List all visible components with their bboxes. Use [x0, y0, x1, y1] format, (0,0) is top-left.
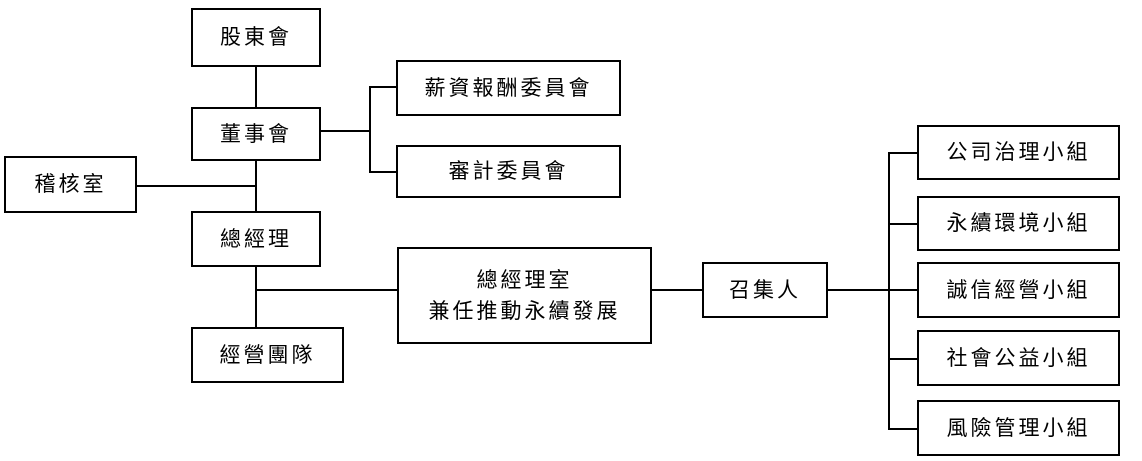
connector-convener-groups	[827, 289, 889, 291]
convener-box: 召集人	[702, 262, 828, 318]
management-team-label: 經營團隊	[219, 342, 316, 367]
group-label: 永續環境小組	[946, 211, 1091, 236]
gm-office-label-line1: 總經理室	[476, 268, 573, 293]
group-label: 誠信經營小組	[946, 277, 1091, 302]
gm-office-box: 總經理室 兼任推動永續發展	[397, 247, 652, 344]
group-label: 社會公益小組	[946, 345, 1091, 370]
connector-board-gm	[255, 160, 257, 212]
audit-office-box: 稽核室	[4, 156, 137, 213]
connector-audit-office	[136, 185, 256, 187]
compensation-committee-label: 薪資報酬委員會	[424, 75, 593, 100]
gm-office-label-line2: 兼任推動永續發展	[428, 298, 621, 323]
group-label: 公司治理小組	[946, 140, 1091, 165]
board-box: 董事會	[191, 107, 321, 161]
convener-label: 召集人	[729, 277, 801, 302]
connector-group-1	[888, 152, 918, 154]
board-label: 董事會	[220, 121, 292, 146]
connector-group-3	[888, 289, 918, 291]
connector-shareholders-board	[255, 66, 257, 108]
group-box-corporate-governance: 公司治理小組	[917, 125, 1120, 180]
group-box-ethical-management: 誠信經營小組	[917, 262, 1120, 318]
management-team-box: 經營團隊	[191, 327, 344, 383]
connector-office-convener	[651, 289, 703, 291]
general-manager-label: 總經理	[220, 226, 292, 251]
connector-board-committees	[320, 130, 370, 132]
connector-group-4	[888, 358, 918, 360]
connector-group-5	[888, 428, 918, 430]
audit-committee-label: 審計委員會	[448, 159, 569, 184]
audit-committee-box: 審計委員會	[396, 145, 621, 198]
connector-gm-office	[255, 289, 398, 291]
shareholders-box: 股東會	[191, 8, 321, 67]
shareholders-label: 股東會	[220, 25, 292, 50]
general-manager-box: 總經理	[191, 211, 321, 267]
connector-to-audit-committee	[369, 171, 397, 173]
audit-office-label: 稽核室	[34, 172, 107, 197]
connector-committees-vertical	[369, 86, 371, 172]
group-box-social-welfare: 社會公益小組	[917, 330, 1120, 386]
group-box-risk-management: 風險管理小組	[917, 400, 1120, 456]
group-box-sustainable-environment: 永續環境小組	[917, 196, 1120, 251]
connector-to-compensation	[369, 86, 397, 88]
group-label: 風險管理小組	[946, 415, 1091, 440]
compensation-committee-box: 薪資報酬委員會	[396, 60, 621, 116]
connector-group-2	[888, 223, 918, 225]
connector-gm-team	[255, 266, 257, 328]
